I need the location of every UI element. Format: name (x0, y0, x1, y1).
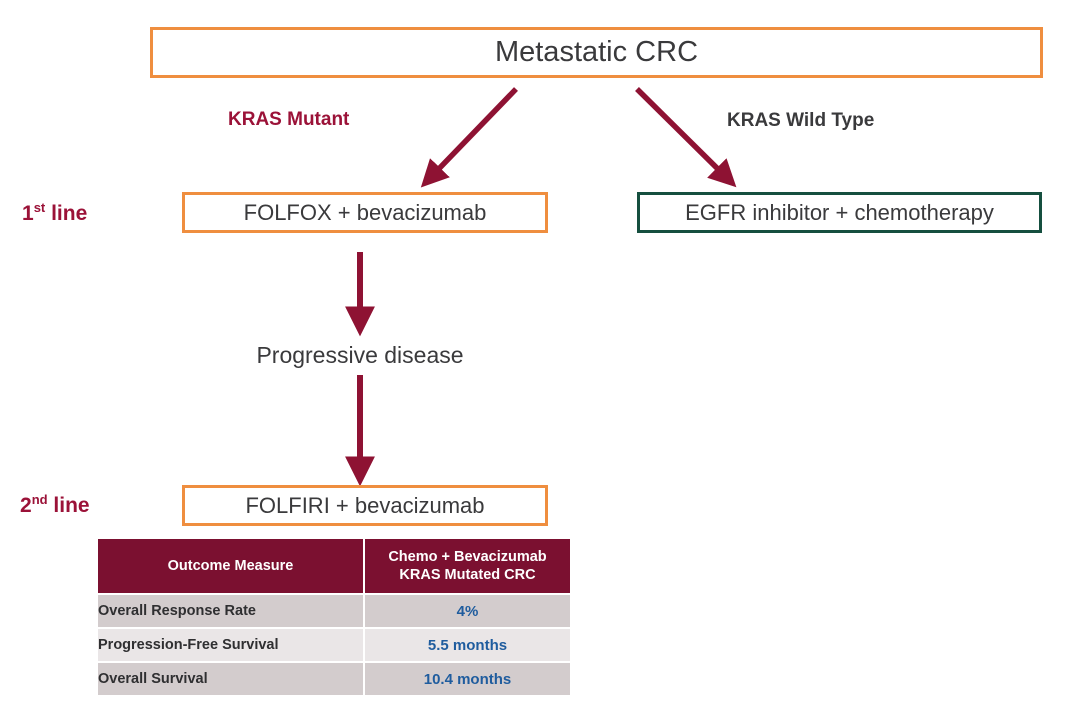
arrow-to-egfr (635, 87, 737, 188)
node-folfox-bevacizumab-label: FOLFOX + bevacizumab (243, 199, 487, 225)
node-progressive-disease: Progressive disease (256, 342, 464, 368)
table-row: Overall Response Rate 4% (98, 595, 570, 627)
branch-label-kras-wild-type: KRAS Wild Type (727, 110, 875, 131)
table-header-chemo-bevacizumab-line2: KRAS Mutated CRC (399, 567, 536, 583)
table-cell-value: 5.5 months (365, 629, 570, 661)
first-line-ordinal: st (33, 200, 46, 215)
table-cell-value: 4% (365, 595, 570, 627)
arrow-to-folfox (420, 87, 518, 188)
table-header-outcome-measure: Outcome Measure (98, 539, 363, 593)
table-cell-measure: Progression-Free Survival (98, 629, 363, 661)
node-folfiri-bevacizumab: FOLFIRI + bevacizumab (182, 485, 548, 526)
branch-label-kras-mutant: KRAS Mutant (228, 109, 350, 130)
node-egfr-inhibitor-chemotherapy: EGFR inhibitor + chemotherapy (637, 192, 1042, 233)
second-line-number: 2 (20, 494, 32, 517)
node-metastatic-crc-label: Metastatic CRC (494, 36, 699, 68)
table-row: Overall Survival 10.4 months (98, 663, 570, 695)
table-cell-measure: Overall Survival (98, 663, 363, 695)
table-header-chemo-bevacizumab: Chemo + Bevacizumab KRAS Mutated CRC (365, 539, 570, 593)
first-line-number: 1 (22, 202, 34, 225)
second-line-label: 2nd line (20, 492, 90, 518)
node-folfiri-bevacizumab-label: FOLFIRI + bevacizumab (245, 492, 485, 518)
node-egfr-inhibitor-chemotherapy-label: EGFR inhibitor + chemotherapy (685, 199, 994, 225)
second-line-text: line (47, 494, 90, 517)
table-header-row: Outcome Measure Chemo + Bevacizumab KRAS… (98, 539, 570, 593)
second-line-ordinal: nd (31, 492, 48, 507)
first-line-label: 1st line (22, 200, 88, 226)
outcome-measures-table: Outcome Measure Chemo + Bevacizumab KRAS… (96, 537, 572, 697)
node-folfox-bevacizumab: FOLFOX + bevacizumab (182, 192, 548, 233)
table-cell-value: 10.4 months (365, 663, 570, 695)
table-header-chemo-bevacizumab-line1: Chemo + Bevacizumab (388, 548, 547, 565)
node-metastatic-crc: Metastatic CRC (150, 27, 1043, 78)
table-cell-measure: Overall Response Rate (98, 595, 363, 627)
first-line-text: line (45, 202, 88, 225)
table-row: Progression-Free Survival 5.5 months (98, 629, 570, 661)
